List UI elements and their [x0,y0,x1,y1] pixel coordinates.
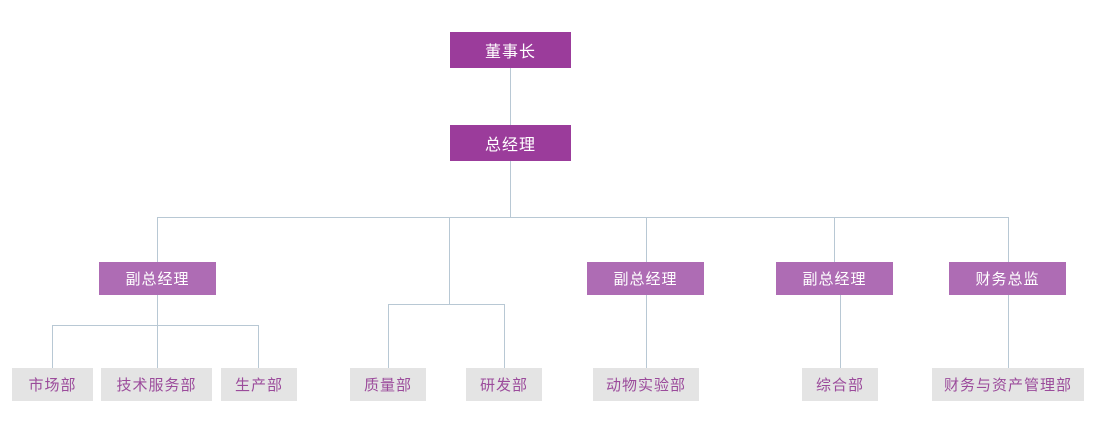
connector-bus-to-vp-2 [646,217,647,262]
org-node-dept-quality[interactable]: 质量部 [350,368,426,401]
connector-mid-sub-bus [388,304,504,305]
org-node-dept-finance-asset[interactable]: 财务与资产管理部 [932,368,1084,401]
org-node-dept-production[interactable]: 生产部 [221,368,297,401]
connector-to-dept-marketing [52,325,53,368]
org-node-dept-rnd[interactable]: 研发部 [466,368,542,401]
connector-vp-1-drop [157,295,158,325]
connector-bus-to-vp-1 [157,217,158,262]
org-node-dept-marketing[interactable]: 市场部 [12,368,93,401]
connector-bus-to-mid-branch [449,217,450,304]
connector-to-dept-animal-lab [646,295,647,368]
connector-to-dept-tech-service [157,325,158,368]
connector-to-dept-rnd [504,304,505,368]
connector-to-dept-quality [388,304,389,368]
org-node-vp-2[interactable]: 副总经理 [587,262,704,295]
org-node-vp-3[interactable]: 副总经理 [776,262,893,295]
org-node-vp-1[interactable]: 副总经理 [99,262,216,295]
connector-to-dept-production [258,325,259,368]
org-node-dept-general-affairs[interactable]: 综合部 [802,368,878,401]
org-node-chairman[interactable]: 董事长 [450,32,571,68]
org-node-dept-animal-lab[interactable]: 动物实验部 [593,368,699,401]
connector-to-dept-finance-asset [1008,295,1009,368]
connector-bus-to-vp-3 [834,217,835,262]
connector-gm-drop [510,161,511,217]
org-node-cfo[interactable]: 财务总监 [949,262,1066,295]
org-node-dept-tech-service[interactable]: 技术服务部 [101,368,212,401]
connector-to-dept-general-affairs [840,295,841,368]
connector-main-bus [157,217,1009,218]
connector-bus-to-cfo [1008,217,1009,262]
connector-vp-1-sub-bus [52,325,258,326]
connector-chairman-to-gm [510,68,511,125]
org-node-general-manager[interactable]: 总经理 [450,125,571,161]
